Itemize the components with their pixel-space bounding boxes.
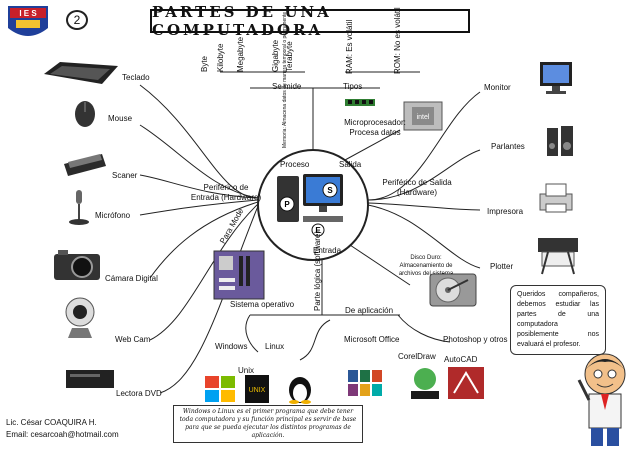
app-item-office: Microsoft Office [344,335,400,344]
right-item-plotter: Plotter [490,262,514,271]
unit-megabyte: Megabyte [236,36,245,72]
letter-s: S [327,186,333,195]
scanner-icon [64,154,106,176]
linux-penguin-icon [289,377,311,404]
logo-text: I E S [19,9,37,18]
unix-logo-icon: UNIX [245,375,269,403]
right-item-parlantes: Parlantes [491,142,525,151]
speakers-icon [547,126,573,156]
app-item-photoshop: Photoshop y otros [443,335,508,344]
salida-branch-title: Periférico de Salida (Hardware) [382,178,452,197]
school-logo: I E S [8,6,48,36]
software-title: Parte lógica (software) [313,230,322,311]
webcam-icon [65,297,95,338]
keyboard-icon [44,62,118,84]
left-item-scaner: Scaner [112,171,138,180]
dvd-drive-icon [66,370,114,388]
windows-logo-icon [205,376,235,402]
digital-camera-icon [54,250,100,280]
entrada-branch-title: Periférico de Entrada (Hardware) [190,183,262,202]
salida-label: Salida [339,160,362,169]
autocad-icon [448,367,484,399]
se-mide-label: Se mide [272,82,302,91]
app-item-coreldraw: CorelDraw [398,352,436,361]
rom-label: ROM: No es volátil [393,7,402,74]
tipos-label: Tipos [343,82,363,91]
left-item-teclado: Teclado [122,73,150,82]
svg-text:intel: intel [417,114,430,121]
memory-note: Memoria: Almacena datos de manera tempor… [282,11,288,148]
app-title: De aplicación [345,306,394,315]
left-item-webcam: Web Cam [115,335,151,344]
hard-disk-label: Disco Duro: Almacenamiento de archivos d… [398,255,454,277]
header: I E S 2 PARTES DE UNA COMPUTADORA [0,0,638,40]
os-note: Windows o Linux es el primer programa qu… [173,405,363,443]
microphone-icon [69,190,89,225]
left-item-mouse: Mouse [108,114,133,123]
os-item-unix: Unix [238,366,255,375]
monitor-icon [540,62,572,94]
right-item-monitor: Monitor [484,83,511,92]
mouse-icon [75,101,95,127]
ram-label: RAM: Es volátil [345,19,354,74]
left-item-camara: Cámara Digital [105,274,158,283]
right-item-impresora: Impresora [487,207,524,216]
page-number-badge: 2 [66,10,88,30]
computer-center-icon: S P E [277,174,343,237]
os-item-windows: Windows [215,342,248,351]
student-character-icon [577,353,626,446]
coreldraw-icon [411,368,439,399]
proceso-label: Proceso [280,160,310,169]
author-email: Email: cesarcoah@hotmail.com [6,430,119,439]
hard-disk-icon [429,273,477,307]
processor-label: Microprocesador: Procesa datos [344,118,406,137]
printer-icon [539,183,573,213]
speech-bubble: Queridos compañeros, debemos estudiar la… [510,285,606,355]
unit-byte: Byte [200,55,209,72]
svg-text:UNIX: UNIX [249,387,266,394]
os-item-linux: Linux [265,342,285,351]
office-icons [348,370,382,396]
author-block: Lic. César COAQUIRA H. Email: cesarcoah@… [6,417,119,441]
letter-e: E [315,226,321,235]
letter-p: P [284,200,290,209]
processor-icon: intel [403,101,443,131]
os-title: Sistema operativo [230,300,295,309]
plotter-icon [538,238,578,275]
motherboard-icon [213,250,265,300]
unit-gigabyte: Gigabyte [271,39,280,72]
ram-stick-icon [345,99,375,106]
entrada-label: Entrada [313,246,342,255]
left-item-microfono: Micrófono [95,211,131,220]
left-item-lectora: Lectora DVD [116,389,162,398]
unit-kilobyte: Kilobyte [216,43,225,72]
app-item-autocad: AutoCAD [444,355,478,364]
author-name: Lic. César COAQUIRA H. [6,418,97,427]
